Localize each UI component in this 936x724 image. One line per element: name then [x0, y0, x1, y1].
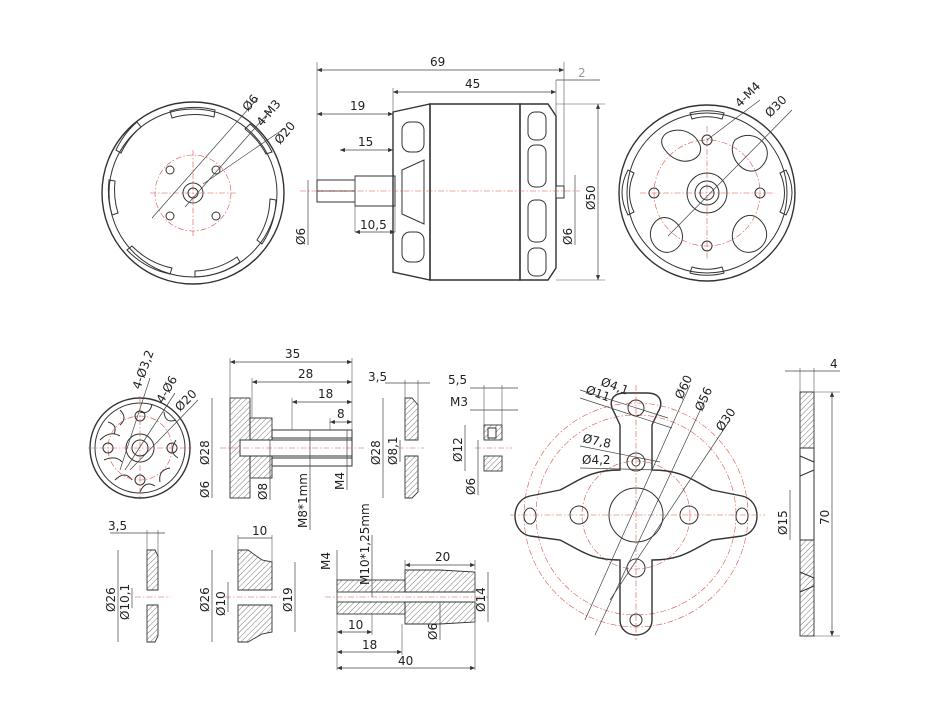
spinner-washer: 3,5 Ø28 Ø8,1 [368, 370, 430, 499]
side-view: 69 45 2 19 15 10,5 Ø50 Ø6 Ø6 [294, 55, 605, 281]
adapter-length-8: 8 [337, 407, 345, 421]
shaft-adapter-dia-6: Ø6 [426, 623, 440, 640]
cone-dia-19: Ø19 [281, 587, 295, 612]
mount-circle-30: Ø30 [713, 405, 739, 433]
dim-body-length: 45 [465, 77, 480, 91]
rear-view: 4-M4 Ø30 [618, 79, 796, 282]
cone-dia-26: Ø26 [198, 587, 212, 612]
shaft-adapter-len-18: 18 [362, 638, 377, 652]
front-bolt-circle-label: Ø20 [272, 119, 299, 147]
washer-bore: Ø8,1 [386, 436, 400, 465]
plate-hole: Ø15 [776, 510, 790, 535]
front-bore-label: Ø6 [240, 92, 262, 114]
adapter-dia-6: Ø6 [198, 481, 212, 498]
prop-adapter-side: 35 28 18 8 Ø28 Ø6 Ø8 M8*1mm M4 [198, 347, 365, 530]
dim-collar-length: 10,5 [360, 218, 387, 232]
washer-thickness: 3,5 [368, 370, 387, 384]
front-vent-slots [107, 106, 277, 278]
motor-mount: Ø4,1 Ø11 Ø60 Ø56 Ø30 Ø7,8 Ø4,2 [510, 373, 765, 640]
shaft-adapter-dia-14: Ø14 [474, 587, 488, 612]
rear-screws-label: 4-M4 [732, 79, 763, 110]
dim-rear-gap: 2 [578, 66, 586, 80]
adapter-dia-28: Ø28 [198, 440, 212, 465]
collar-bore: Ø6 [464, 478, 478, 495]
cone-dia-10: Ø10 [214, 591, 228, 616]
adapter-length-thread: 28 [298, 367, 313, 381]
adapter-thread: M8*1mm [296, 473, 310, 528]
dim-shaft-step: 15 [358, 135, 373, 149]
washer2-dia: Ø26 [104, 587, 118, 612]
collar-dia: Ø12 [451, 437, 465, 462]
rear-petals [621, 110, 793, 276]
knurl-pattern [99, 403, 179, 493]
plate-thickness: 4 [830, 357, 838, 371]
cone-height: 10 [252, 524, 267, 538]
collar-width: 5,5 [448, 373, 467, 387]
adapter-holes-label: 4-Ø3,2 [130, 348, 157, 391]
shaft-adapter-len-20: 20 [435, 550, 450, 564]
rear-bolt-circle-label: Ø30 [762, 93, 789, 120]
shaft-adapter: M4 M10*1,25mm 20 Ø14 10 Ø6 18 40 [319, 503, 489, 671]
side-plate: 4 70 Ø15 [776, 357, 840, 637]
adapter-dia-8: Ø8 [256, 483, 270, 500]
adapter-circle-label: Ø20 [172, 387, 199, 414]
side-slots [401, 111, 547, 277]
adapter-length-18: 18 [318, 387, 333, 401]
washer2-thickness: 3,5 [108, 519, 127, 533]
dim-overall-length: 69 [430, 55, 445, 69]
dim-shaft-dia: Ø6 [294, 228, 308, 245]
mount-circle-60: Ø60 [672, 373, 695, 401]
washer-2: 3,5 Ø26 Ø10,1 [104, 519, 170, 643]
mount-hole-42: Ø4,2 [582, 453, 611, 467]
collar-screw: M3 [450, 395, 468, 409]
adapter-length-total: 35 [285, 347, 300, 361]
front-view: Ø6 4-M3 Ø20 [101, 92, 299, 285]
adapter-nut-thread: M4 [333, 472, 347, 490]
shaft-adapter-thread: M10*1,25mm [358, 503, 372, 585]
dim-shaft-length: 19 [350, 99, 365, 113]
dim-rear-shaft-dia: Ø6 [561, 228, 575, 245]
shaft-collar: 5,5 M3 Ø12 Ø6 [448, 373, 518, 495]
dim-diameter: Ø50 [584, 185, 598, 210]
prop-adapter-front: 4-Ø3,2 4-Ø6 Ø20 [88, 348, 200, 500]
shaft-adapter-nut: M4 [319, 552, 333, 570]
shaft-adapter-len-10: 10 [348, 618, 363, 632]
shaft-adapter-len-40: 40 [398, 654, 413, 668]
mount-circle-56: Ø56 [692, 385, 715, 413]
cone: 10 Ø26 Ø10 Ø19 [198, 524, 296, 643]
washer2-bore: Ø10,1 [118, 584, 132, 620]
plate-height: 70 [818, 510, 832, 525]
washer-dia: Ø28 [369, 440, 383, 465]
mount-hole-78: Ø7,8 [581, 431, 612, 451]
